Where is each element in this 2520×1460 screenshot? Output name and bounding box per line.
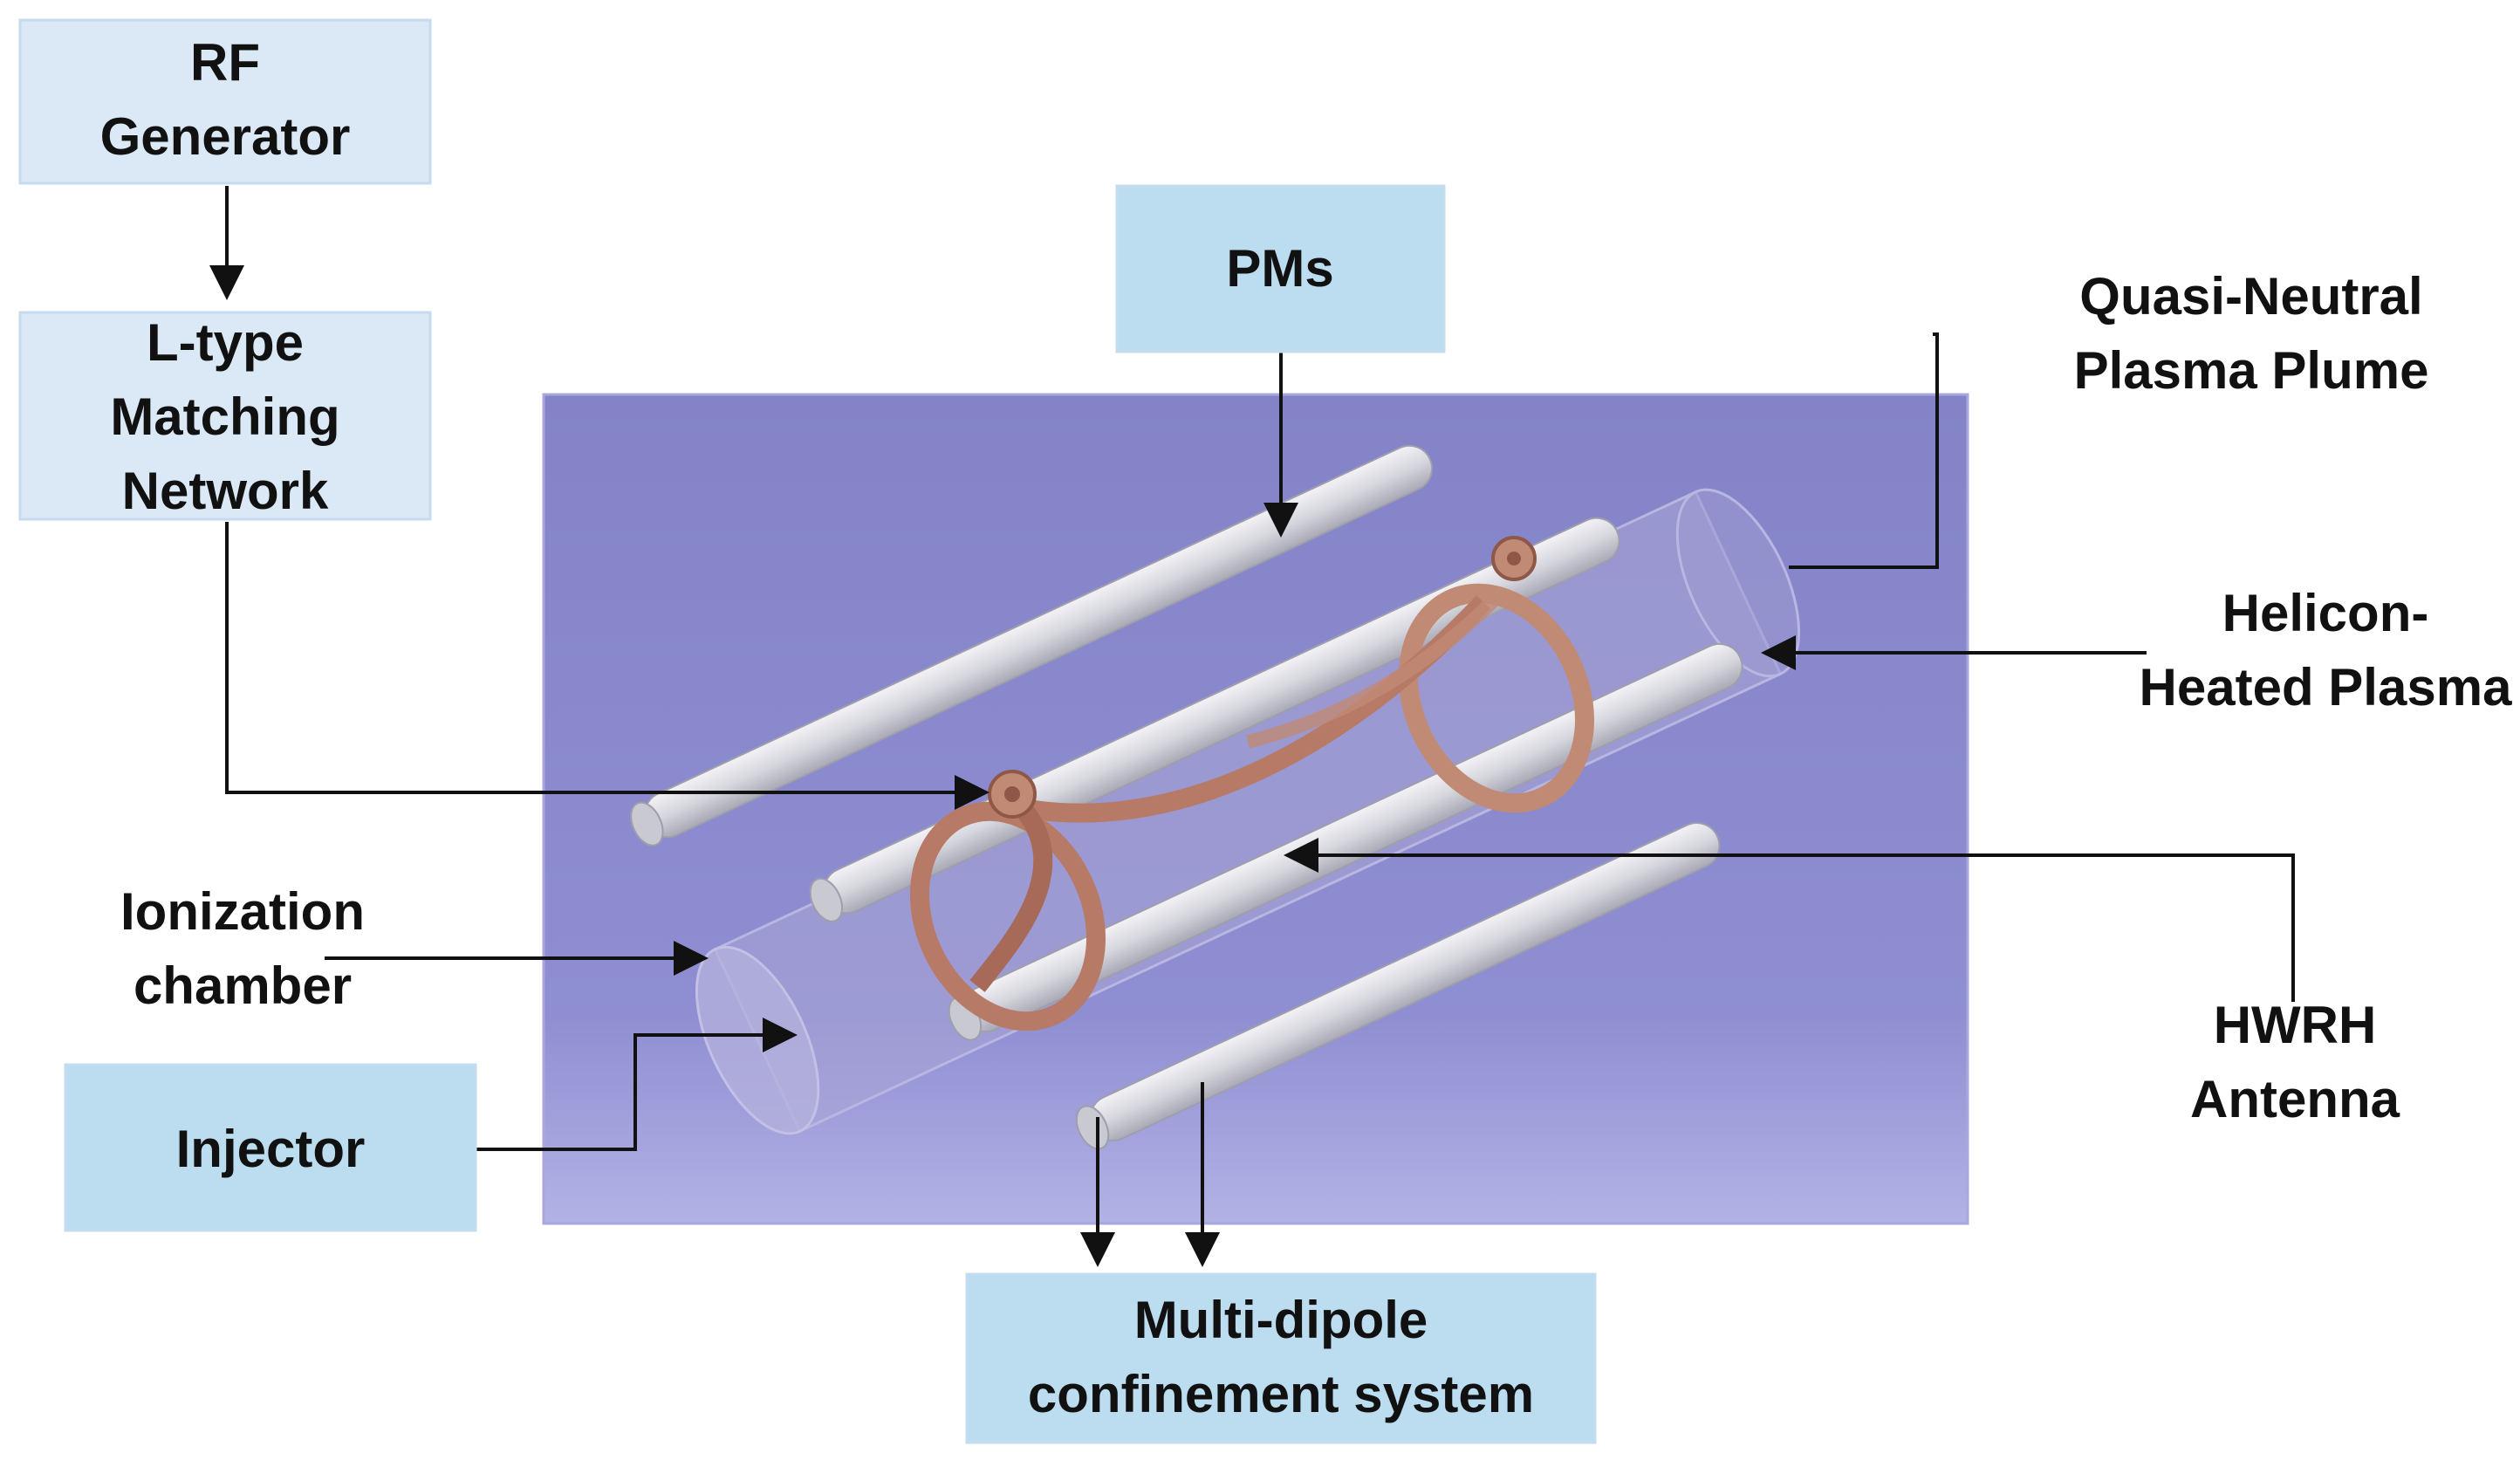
- rf-generator-line-2: Generator: [100, 107, 351, 166]
- magnet-rod: [1075, 822, 1721, 1150]
- multidipole-box: Multi-dipole confinement system: [965, 1272, 1597, 1444]
- pms-box: PMs: [1115, 184, 1446, 353]
- connectors: [209, 186, 2295, 1267]
- ionization-line-1: Ionization: [120, 882, 365, 941]
- ionization-label: Ionization chamber: [120, 882, 365, 1015]
- ionization-line-2: chamber: [134, 956, 352, 1015]
- multidipole-line-2: confinement system: [1028, 1365, 1534, 1423]
- multidipole-line-1: Multi-dipole: [1134, 1291, 1428, 1349]
- helicon-line-1: Helicon-: [2222, 584, 2429, 642]
- quasi-neutral-line-1: Quasi-Neutral: [2079, 267, 2422, 326]
- hwrh-line-1: HWRH: [2214, 996, 2377, 1054]
- quasi-neutral-line-2: Plasma Plume: [2074, 341, 2429, 400]
- rf-generator-line-1: RF: [190, 33, 260, 92]
- magnet-rod: [630, 444, 1434, 847]
- injector-box: Injector: [64, 1063, 477, 1232]
- arrow-injector: [476, 1018, 798, 1151]
- matching-network-line-1: L-type: [147, 313, 304, 372]
- hwrh-label: HWRH Antenna: [2190, 996, 2400, 1128]
- magnet-rod: [948, 642, 1743, 1041]
- arrow-matching-to-antenna: [225, 522, 990, 810]
- line-quasi-neutral: [1789, 332, 1939, 569]
- hwrh-line-2: Antenna: [2190, 1070, 2400, 1128]
- rf-generator-box: RF Generator: [18, 18, 432, 185]
- helicon-line-2: Heated Plasma: [2140, 658, 2513, 716]
- quasi-neutral-label: Quasi-Neutral Plasma Plume: [2074, 267, 2429, 400]
- arrow-hwrh: [1284, 838, 2295, 1002]
- matching-network-line-3: Network: [122, 462, 329, 520]
- pms-label: PMs: [1226, 239, 1333, 298]
- hwrh-antenna: [909, 536, 1595, 1032]
- helicon-label: Helicon- Heated Plasma: [2140, 584, 2513, 716]
- matching-network-box: L-type Matching Network: [18, 311, 432, 521]
- matching-network-line-2: Matching: [110, 387, 339, 446]
- injector-label: Injector: [176, 1120, 366, 1178]
